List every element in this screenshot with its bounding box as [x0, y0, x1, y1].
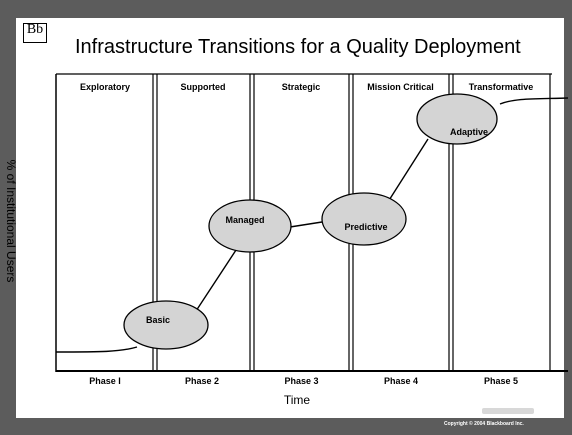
node-label-adaptive: Adaptive	[449, 127, 488, 137]
column-header-exploratory: Exploratory	[79, 82, 130, 92]
copyright-text: Copyright © 2004 Blackboard Inc.	[444, 421, 524, 427]
phase-label-5: Phase 5	[483, 376, 519, 386]
node-adaptive	[416, 93, 498, 145]
phase-label-3: Phase 3	[284, 376, 319, 386]
node-label-basic: Basic	[145, 315, 171, 325]
node-label-predictive: Predictive	[344, 222, 388, 232]
marker-tray	[482, 408, 534, 414]
node-label-managed: Managed	[225, 215, 265, 225]
node-basic	[123, 300, 209, 350]
node-predictive	[321, 192, 407, 246]
column-header-mission-critical: Mission Critical	[367, 82, 434, 92]
node-managed	[208, 199, 292, 253]
logo-text: Bb	[26, 22, 44, 37]
adoption-curve	[55, 97, 569, 353]
y-axis-label: % of Institutional Users	[4, 159, 18, 283]
phase-label-2: Phase 2	[184, 376, 220, 386]
diagram-title: Infrastructure Transitions for a Quality…	[75, 36, 521, 58]
phase-label-1: Phase I	[89, 376, 121, 386]
column-header-supported: Supported	[180, 82, 226, 92]
x-axis-label: Time	[283, 393, 311, 407]
blackboard-logo: Bb	[23, 23, 47, 43]
column-header-transformative: Transformative	[468, 82, 534, 92]
phase-label-4: Phase 4	[383, 376, 419, 386]
column-header-strategic: Strategic	[281, 82, 321, 92]
